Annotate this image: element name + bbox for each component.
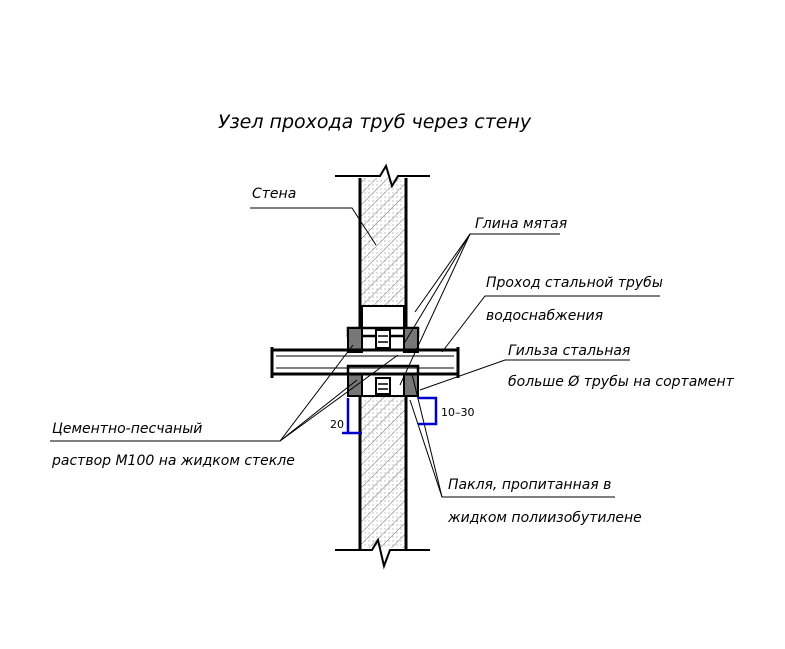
dimension-left: 20 (330, 418, 344, 431)
label-pipe-line1: Проход стальной трубы (486, 275, 663, 291)
label-tow-line1: Пакля, пропитанная в (448, 477, 611, 493)
label-sleeve-line1: Гильза стальная (508, 343, 630, 359)
drawing-title: Узел прохода труб через стену (218, 111, 532, 133)
label-mortar-line1: Цементно-песчаный (52, 421, 202, 437)
leader-lines (50, 207, 660, 498)
wall-lower (335, 396, 430, 570)
label-mortar-line2: раствор М100 на жидком стекле (51, 453, 295, 469)
dimension-marks (342, 396, 438, 435)
label-pipe-line2: водоснабжения (486, 308, 603, 324)
label-clay: Глина мятая (475, 216, 567, 232)
label-wall: Стена (252, 186, 296, 202)
water-pipe (270, 347, 460, 378)
clay-fill (375, 329, 391, 395)
label-tow-line2: жидком полиизобутилене (447, 510, 642, 526)
label-sleeve-line2: больше Ø трубы на сортамент (508, 374, 735, 390)
dimension-right: 10–30 (441, 406, 475, 419)
wall-upper (335, 163, 430, 330)
